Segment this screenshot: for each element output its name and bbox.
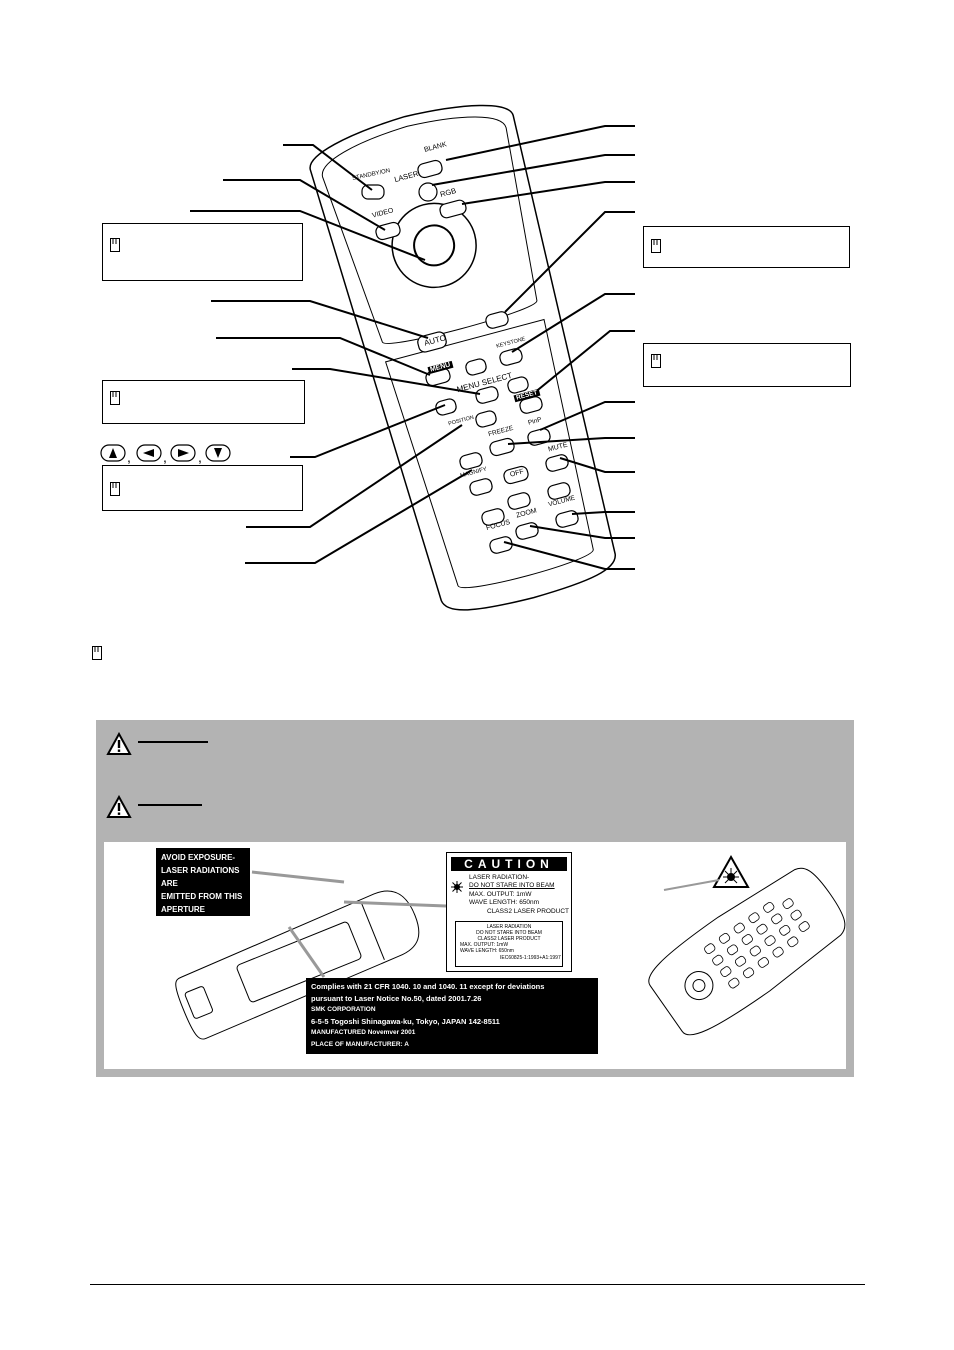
remote-body: [309, 104, 616, 611]
mouse-button: [485, 311, 509, 329]
laser-button: [418, 182, 438, 202]
zoom-plus-button: [507, 492, 531, 510]
blank-button: [417, 159, 443, 179]
leader-lines-left: [190, 144, 481, 564]
aperture-line: LASER RADIATIONS ARE: [161, 866, 240, 888]
caution-inner-box: LASER RADIATION DO NOT STARE INTO BEAM C…: [455, 921, 563, 967]
volume-up-button: [547, 482, 571, 500]
up-button: [465, 358, 487, 376]
aperture-line: APERTURE: [161, 905, 206, 914]
arrow-buttons-caption: , , ,: [100, 444, 231, 465]
compliance-line: Complies with 21 CFR 1040. 10 and 1040. …: [311, 982, 545, 991]
aperture-line: AVOID EXPOSURE-: [161, 853, 236, 862]
caution-heading-rule: [138, 804, 202, 806]
magnify-plus-button: [459, 452, 483, 470]
caution-inner-line: MAX. OUTPUT: 1mW: [460, 942, 509, 948]
down-arrow-icon: [214, 448, 222, 458]
compliance-line: SMK CORPORATION: [311, 1006, 376, 1013]
caution-inner-line: DO NOT STARE INTO BEAM: [476, 930, 542, 936]
rgb-button: [439, 199, 467, 219]
book-icon: [110, 482, 120, 496]
compliance-line: pursuant to Laser Notice No.50, dated 20…: [311, 993, 482, 1003]
remote-diagram: [190, 104, 635, 611]
caution-title: CAUTION: [451, 857, 567, 871]
keystone-button: [499, 348, 523, 366]
menu-select-button: [475, 386, 499, 404]
warning-triangle-icon: [106, 732, 132, 755]
callout-box-reset: [643, 343, 851, 387]
callout-box-mouse: [643, 226, 850, 268]
remote-buttons: [361, 159, 579, 554]
caution-line: WAVE LENGTH: 650nm: [469, 899, 540, 906]
magnify-off-button: [503, 465, 529, 485]
callout-box-menu-select: [102, 380, 305, 424]
callout-box-disk-pad: [102, 223, 303, 281]
compliance-line: PLACE OF MANUFACTURER: A: [311, 1040, 409, 1048]
right-button: [507, 376, 529, 394]
caution-label: CAUTION LASER RADIATION- DO NOT STARE IN…: [446, 852, 572, 972]
caution-line: LASER RADIATION-: [469, 874, 530, 881]
compliance-line: 6-5-5 Togoshi Shinagawa-ku, Tokyo, JAPAN…: [311, 1016, 500, 1026]
magnify-minus-button: [469, 478, 493, 496]
book-icon: [92, 646, 102, 660]
laser-hazard-icon: [712, 854, 750, 888]
compliance-line: MANUFACTURED Novemver 2001: [311, 1029, 416, 1036]
left-button: [435, 398, 457, 416]
up-arrow-icon: [109, 448, 117, 458]
left-arrow-icon: [143, 449, 154, 457]
book-icon: [651, 239, 661, 253]
aperture-line: EMITTED FROM THIS: [161, 892, 243, 901]
caution-inner-line: LASER RADIATION: [486, 924, 532, 930]
standby-button: [361, 184, 385, 200]
video-button: [375, 221, 401, 241]
aperture-label: AVOID EXPOSURE- LASER RADIATIONS ARE EMI…: [156, 848, 250, 916]
warning-heading-rule: [138, 741, 208, 743]
svg-text:,: ,: [198, 449, 202, 465]
book-icon: [651, 354, 661, 368]
caution-inner-line: CLASS2 LASER PRODUCT: [477, 936, 541, 942]
caution-inner-line: WAVE LENGTH: 650nm: [460, 948, 514, 954]
focus-plus-button: [481, 508, 505, 526]
footer-rule: [90, 1284, 865, 1285]
book-icon: [110, 238, 120, 252]
caution-line: CLASS2 LASER PRODUCT: [487, 908, 569, 915]
compliance-label: Complies with 21 CFR 1040. 10 and 1040. …: [306, 978, 598, 1054]
laser-burst-icon: [451, 881, 463, 893]
caution-line: DO NOT STARE INTO BEAM: [469, 882, 555, 889]
focus-minus-button: [489, 536, 513, 554]
caution-line: MAX. OUTPUT: 1mW: [469, 891, 532, 898]
svg-text:,: ,: [163, 449, 167, 465]
svg-text:,: ,: [127, 449, 131, 465]
caution-inner-line: IEC60825-1:1993+A1:1997: [500, 955, 561, 961]
remote-back-illustration: [175, 854, 846, 1040]
down-button: [475, 410, 497, 428]
callout-box-arrows: [102, 465, 303, 511]
leader-lines-right: [431, 125, 635, 570]
warning-triangle-icon: [106, 795, 132, 818]
book-icon: [110, 391, 120, 405]
right-arrow-icon: [178, 449, 189, 457]
